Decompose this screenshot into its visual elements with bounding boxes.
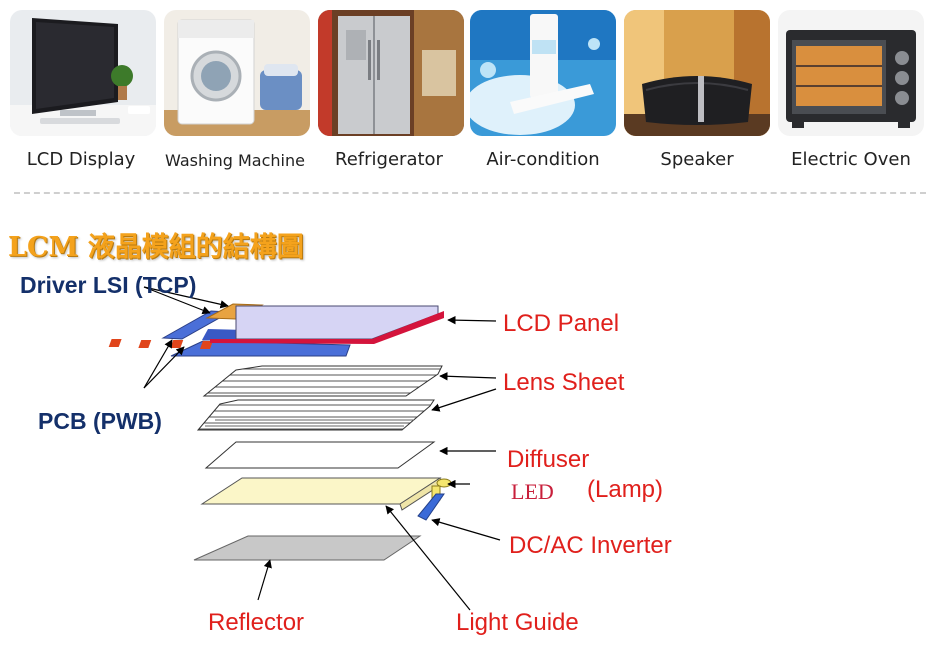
lcm-structure-diagram: Driver LSI (TCP) PCB (PWB) LCD Panel Len… — [0, 260, 940, 668]
product-gallery: LCD Display Washing Machine Refrigerator… — [0, 0, 940, 180]
refrigerator-image — [318, 10, 464, 136]
lens-sheet-layer — [196, 365, 443, 431]
label-pcb: PCB (PWB) — [38, 408, 162, 434]
inverter-board — [417, 493, 445, 521]
caption-speaker: Speaker — [660, 149, 734, 170]
label-dc-ac-inverter: DC/AC Inverter — [509, 532, 672, 559]
label-driver-lsi: Driver LSI (TCP) — [20, 272, 197, 298]
electric-oven-image — [778, 10, 924, 136]
label-led: LED — [511, 479, 554, 504]
diffuser-layer — [204, 441, 436, 469]
leader-arrows — [143, 286, 501, 611]
speaker-image — [624, 10, 770, 136]
label-lens-sheet: Lens Sheet — [503, 369, 625, 396]
lcd-panel-layer — [108, 303, 444, 357]
caption-electric-oven: Electric Oven — [791, 149, 911, 170]
section-divider — [14, 192, 926, 194]
caption-washing-machine: Washing Machine — [165, 151, 305, 170]
label-light-guide: Light Guide — [456, 609, 579, 636]
lcd-display-image — [10, 10, 156, 136]
label-lamp: (Lamp) — [587, 476, 664, 503]
caption-air-condition: Air-condition — [486, 149, 600, 170]
label-lcd-panel: LCD Panel — [503, 310, 620, 337]
caption-refrigerator: Refrigerator — [335, 149, 443, 170]
caption-lcd-display: LCD Display — [26, 149, 136, 170]
label-reflector: Reflector — [208, 609, 305, 636]
washing-machine-image — [164, 10, 310, 136]
air-conditioner-image — [470, 10, 616, 136]
diagram-title: LCM 液晶模組的結構圖 — [8, 232, 304, 263]
label-diffuser: Diffuser — [507, 446, 590, 473]
reflector-layer — [193, 535, 422, 561]
exploded-view-drawing — [108, 286, 501, 611]
light-guide-layer — [200, 477, 452, 511]
